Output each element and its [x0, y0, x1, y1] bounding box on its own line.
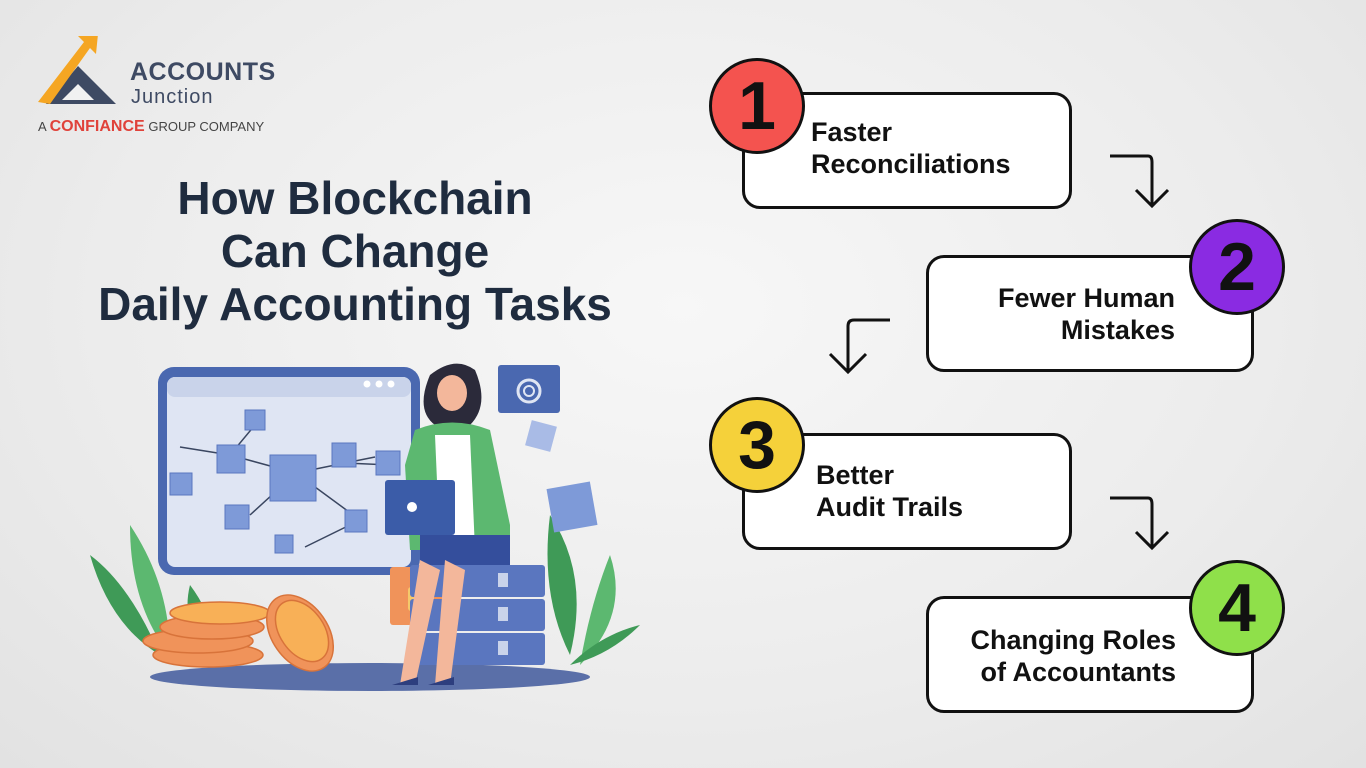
step-4-line-2: of Accountants — [980, 657, 1177, 687]
step-2-text: Fewer Human Mistakes — [960, 282, 1175, 346]
step-3-badge: 3 — [709, 397, 805, 493]
arrow-down-left-icon — [828, 318, 890, 375]
group-prefix: A — [38, 119, 46, 134]
brand-name: ACCOUNTS — [130, 58, 276, 86]
group-name: CONFIANCE — [49, 118, 145, 135]
step-3-line-2: Audit Trails — [816, 492, 964, 522]
step-4-line-1: Changing Roles — [970, 625, 1176, 655]
blockchain-illustration — [90, 363, 640, 691]
page-title: How Blockchain Can Change Daily Accounti… — [40, 172, 670, 331]
step-2-line-2: Mistakes — [1060, 315, 1175, 345]
arrow-down-right-icon — [1110, 496, 1170, 551]
step-1-line-1: Faster — [811, 117, 893, 147]
step-2-line-1: Fewer Human — [997, 283, 1175, 313]
step-3-line-1: Better — [816, 460, 895, 490]
step-4-badge: 4 — [1189, 560, 1285, 656]
title-line-2: Can Change — [220, 225, 490, 277]
step-1-text: Faster Reconciliations — [811, 116, 1011, 180]
step-3-text: Better Audit Trails — [816, 459, 963, 523]
logo-triangle-arrow-icon — [38, 36, 116, 104]
title-line-1: How Blockchain — [177, 172, 533, 224]
step-card-1 — [742, 92, 1072, 209]
step-4-text: Changing Roles of Accountants — [940, 624, 1176, 688]
arrow-down-right-icon — [1110, 154, 1170, 209]
step-1-line-2: Reconciliations — [811, 149, 1011, 179]
brand-subname: Junction — [131, 86, 214, 108]
step-2-badge: 2 — [1189, 219, 1285, 315]
step-1-badge: 1 — [709, 58, 805, 154]
group-suffix: GROUP COMPANY — [148, 119, 265, 134]
step-card-2 — [926, 255, 1254, 372]
title-line-3: Daily Accounting Tasks — [98, 278, 612, 330]
brand-group-line: A CONFIANCE GROUP COMPANY — [38, 118, 264, 136]
